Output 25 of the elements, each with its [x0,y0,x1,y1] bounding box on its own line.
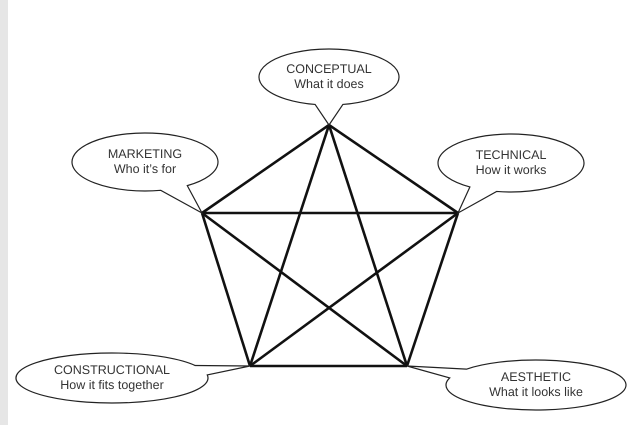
connector-line [250,364,407,368]
speech-bubble [257,47,401,127]
bubble-heading: MARKETING [108,147,182,162]
bubble-text: How it fits together [60,378,164,393]
bubble-heading: CONSTRUCTIONAL [54,363,170,378]
bubble-heading: CONCEPTUAL [286,62,372,77]
speech-bubble [70,131,220,215]
connector-line [248,124,330,366]
bubble-heading: TECHNICAL [476,148,546,163]
bubble-heading: AESTHETIC [500,370,572,385]
connector-line [328,124,408,366]
speech-bubble [14,351,252,405]
connector-line [328,124,459,214]
connector-line [200,212,252,366]
connector-line [202,212,458,214]
bubble-text: How it works [476,163,546,178]
connector-line [201,124,330,214]
connector-line [406,212,460,366]
connector-line [201,212,408,368]
bubble-text: What it looks like [489,385,583,400]
bubble-text: Who it’s for [114,162,176,177]
speech-bubble [405,358,628,412]
connector-line [249,212,459,368]
bubble-text: What it does [294,77,364,92]
speech-bubble [436,132,586,215]
